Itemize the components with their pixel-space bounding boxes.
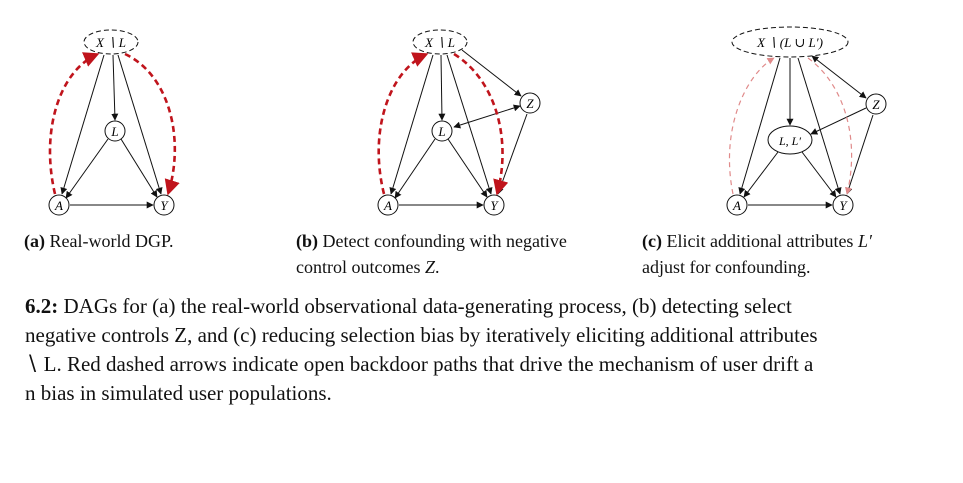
subcaption-c-line-1: (c) Elicit additional attributes L′	[642, 228, 872, 254]
node-a	[726, 194, 748, 216]
node-y-label: Y	[160, 198, 169, 213]
caption-line-1: 6.2: DAGs for (a) the real-world observa…	[0, 292, 963, 321]
edge-l-a	[743, 151, 779, 198]
node-x-minus-l-label: X ∖ L	[424, 35, 455, 50]
backdoor-x-y	[453, 52, 509, 196]
caption-line-4: n bias in simulated user populations.	[25, 381, 332, 405]
edge-z-y	[845, 114, 874, 195]
subcaption-a: (a) Real-world DGP.	[24, 228, 174, 254]
backdoor-a-x-faded	[728, 57, 775, 195]
node-z-label: Z	[526, 96, 534, 111]
node-a-label: A	[732, 198, 741, 213]
node-l-label: L	[110, 124, 118, 139]
subcaption-c-text-1: Elicit additional attributes	[666, 231, 858, 251]
figure-caption: 6.2: DAGs for (a) the real-world observa…	[0, 292, 963, 408]
caption-label: 6.2:	[25, 294, 59, 318]
edge-x-z	[461, 49, 522, 97]
dag-a: X ∖ L L A Y	[48, 29, 180, 216]
subcaption-b-math: Z	[424, 257, 435, 277]
dag-c: X ∖ (L ∪ L′) Z L, L′ A Y	[726, 26, 887, 216]
edge-x-y	[797, 57, 842, 195]
edge-l-y	[447, 138, 488, 198]
caption-text-1: DAGs for (a) the real-world observationa…	[58, 294, 792, 318]
subcaption-a-tag: (a)	[24, 231, 45, 251]
backdoor-x-y-faded	[807, 57, 853, 195]
edge-x-z	[811, 55, 867, 99]
edge-l-a	[65, 138, 109, 199]
subcaption-a-text: Real-world DGP.	[49, 231, 174, 251]
node-y	[832, 194, 854, 216]
node-x-minus-l	[83, 29, 139, 55]
subcaption-c-tag: (c)	[642, 231, 662, 251]
node-x-minus-l-label: X ∖ L	[95, 35, 126, 50]
edge-x-l	[111, 54, 119, 121]
edge-l-y	[120, 138, 158, 198]
subcaption-c: (c) Elicit additional attributes L′ adju…	[642, 228, 872, 280]
edge-x-l	[438, 54, 446, 121]
backdoor-x-y	[124, 52, 180, 196]
subcaption-c-line-2: adjust for confounding.	[642, 254, 872, 280]
caption-line-2: negative controls Z, and (c) reducing se…	[25, 323, 818, 347]
backdoor-a-x	[377, 52, 429, 195]
subcaption-b: (b) Detect confounding with negative con…	[296, 228, 567, 280]
edge-x-y	[446, 54, 493, 195]
node-a-label: A	[54, 198, 63, 213]
node-l	[104, 120, 126, 142]
edge-z-l	[453, 104, 521, 129]
node-a	[48, 194, 70, 216]
edge-x-y	[117, 54, 163, 195]
node-x-minus-l-lprime-label: X ∖ (L ∪ L′)	[756, 35, 823, 50]
edge-z-l	[810, 107, 867, 135]
node-l-lprime-label: L, L′	[778, 134, 801, 148]
node-y-label: Y	[490, 198, 499, 213]
node-a-label: A	[383, 198, 392, 213]
edge-l-y	[801, 151, 837, 198]
node-x-minus-l	[412, 29, 468, 55]
dag-b: X ∖ L Z L A Y	[377, 29, 541, 216]
node-x-minus-l-lprime	[731, 26, 849, 58]
subcaption-c-text-2: adjust for confounding.	[642, 257, 811, 277]
node-l-label: L	[437, 124, 445, 139]
node-z	[519, 92, 541, 114]
backdoor-a-x	[48, 52, 100, 195]
subcaption-b-text-1: Detect confounding with negative	[322, 231, 567, 251]
node-a	[377, 194, 399, 216]
edge-x-a	[60, 54, 105, 195]
subcaption-b-tail: .	[435, 257, 440, 277]
dag-figure: X ∖ L L A Y X ∖ L Z L A Y	[48, 26, 887, 216]
edge-x-a	[738, 57, 781, 195]
subcaption-b-line-1: (b) Detect confounding with negative	[296, 228, 567, 254]
subcaption-b-text-2: control outcomes	[296, 257, 425, 277]
edge-x-a	[389, 54, 434, 195]
subcaption-b-line-2: control outcomes Z.	[296, 254, 567, 280]
edge-l-a	[394, 138, 436, 199]
caption-line-3: ∖ L. Red dashed arrows indicate open bac…	[25, 352, 814, 376]
subcaption-b-tag: (b)	[296, 231, 318, 251]
node-l-lprime	[767, 125, 813, 155]
node-l	[431, 120, 453, 142]
node-z-label: Z	[872, 97, 880, 112]
subcaption-c-math: L′	[857, 231, 872, 251]
node-z	[865, 93, 887, 115]
node-y	[153, 194, 175, 216]
node-y-label: Y	[839, 198, 848, 213]
